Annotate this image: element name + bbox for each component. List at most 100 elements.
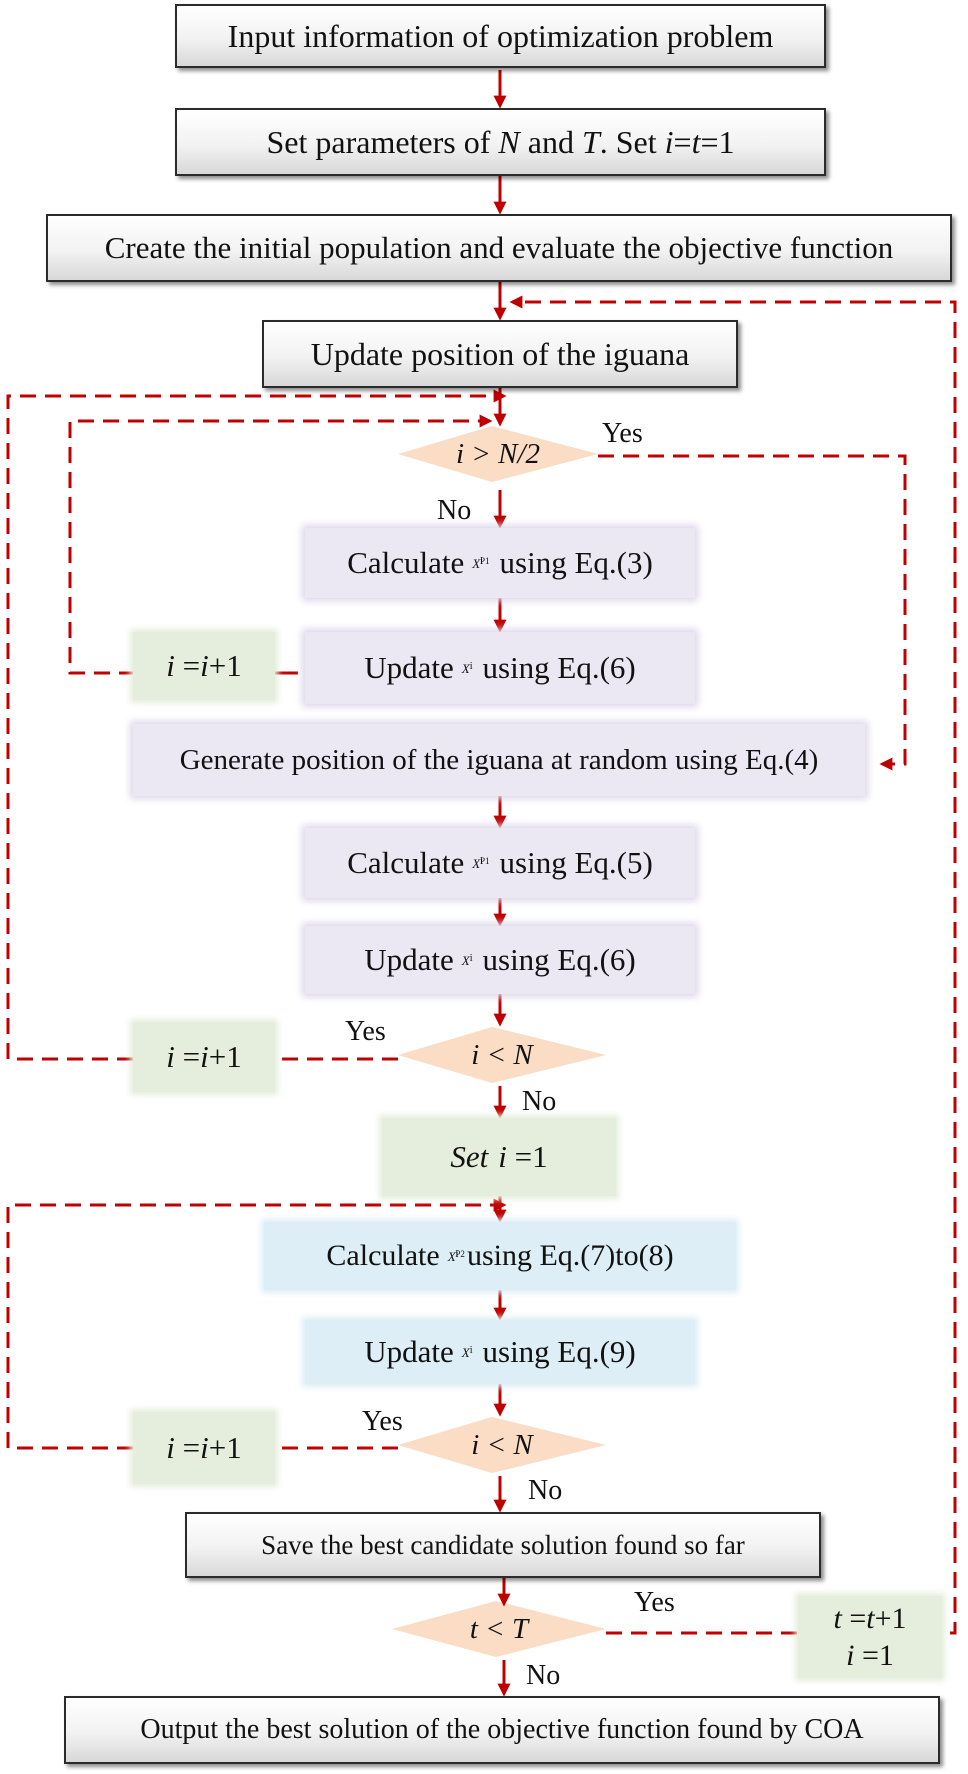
set-params-t: T [581,123,600,160]
cond-n2-rest: < N [479,1428,533,1461]
x-symbol: X [461,952,470,968]
cond-half-i: i [455,437,465,470]
incr-t-line: t =t+1 [833,1600,906,1638]
incr-b-plus: +1 [208,1039,242,1074]
x-sup: P1 [480,555,490,566]
label-yes-n2: Yes [362,1406,403,1437]
output-text: Output the best solution of the objectiv… [140,1714,864,1745]
calc-eq5-tail: using Eq.(5) [499,845,653,880]
incr-a-plus: +1 [208,648,242,683]
save-best-box: Save the best candidate solution found s… [185,1512,821,1578]
calc-eq5-label: Calculate [347,845,465,880]
cond-t-t: t [469,1612,478,1645]
increment-i-box-c: i =i+1 [133,1412,275,1484]
reset-i-i: i [846,1639,855,1672]
x-sup: P1 [480,855,490,866]
label-no-n1: No [522,1086,557,1117]
incr-t-eq: = [841,1601,867,1635]
reset-i-line: i =1 [846,1637,894,1675]
label-no-half: No [437,495,472,526]
output-box: Output the best solution of the objectiv… [64,1696,940,1764]
calc-p2-tail: using Eq.(7)to(8) [466,1239,674,1272]
incr-a-i: i [166,648,175,683]
update-b-tail: using Eq.(6) [482,942,636,977]
cond-i-gt-half-n: i > N/2 [398,426,598,482]
label-no-n2: No [528,1475,563,1506]
input-box: Input information of optimization proble… [175,4,826,68]
cond-half-rest: > N/2 [464,437,541,470]
x-sub: i [469,1344,473,1356]
label-yes-n1: Yes [345,1016,386,1047]
x-symbol: X [461,1344,470,1360]
cond-t-rest: < T [477,1612,529,1645]
cond-t-lt-t: t < T [392,1601,606,1657]
set-i1-i: i [498,1139,507,1174]
incr-b-eq: = [174,1039,201,1074]
set-params-eq2: =1 [700,123,735,160]
incr-t-plus: +1 [874,1601,907,1635]
loop-incr-c-back [6,1198,507,1450]
set-params-n: N [498,123,520,160]
x-symbol: X [447,1248,456,1264]
set-params-set: . Set [599,123,665,160]
save-text: Save the best candidate solution found s… [261,1529,745,1560]
cond-n1-rest: < N [479,1038,533,1071]
diamonds [392,426,606,1657]
input-text: Input information of optimization proble… [227,17,774,54]
x-sub: i [480,555,483,567]
update-b-label: Update [364,942,454,977]
label-yes-t: Yes [634,1587,675,1618]
cond-i-lt-n-2: i < N [398,1417,606,1473]
x-symbol: X [461,660,470,676]
update-a-tail: using Eq.(6) [482,650,636,685]
cond-n2-i: i [471,1428,480,1461]
cond-i-lt-n-1: i < N [398,1027,606,1083]
loop-incr-b-back [6,389,507,1061]
x-sub: i [469,660,473,672]
incr-b-i2: i [200,1039,209,1074]
reset-i-rest: =1 [854,1639,894,1672]
incr-b-i: i [166,1039,175,1074]
cond-n1-i: i [471,1038,480,1071]
create-population-box: Create the initial population and evalua… [46,214,952,282]
incr-c-eq: = [174,1430,201,1465]
incr-c-i2: i [200,1430,209,1465]
set-params-t2: t [691,123,701,160]
update-eq9-label: Update [364,1334,454,1369]
solid-arrows [493,70,511,1697]
update-iguana-box: Update position of the iguana [262,320,738,388]
generate-position-box: Generate position of the iguana at rando… [133,724,865,796]
set-params-i: i [664,123,674,160]
diamond-i-gt-half-n [398,426,598,482]
set-i1-rest: =1 [506,1139,548,1174]
create-text: Create the initial population and evalua… [104,230,894,265]
increment-i-box-a: i =i+1 [133,632,275,700]
diamond-i-lt-n-1 [398,1027,606,1083]
set-parameters-box: Set parameters of N and T. Set i=t=1 [175,108,826,176]
x-symbol: X [472,855,481,871]
incr-t-t: t [833,1601,842,1635]
x-sub: i [480,855,483,867]
generate-text: Generate position of the iguana at rando… [179,743,819,776]
calc-eq3-label: Calculate [347,545,465,580]
update-a-label: Update [364,650,454,685]
incr-c-plus: +1 [208,1430,242,1465]
update-eq9-tail: using Eq.(9) [482,1334,636,1369]
label-yes-half: Yes [602,418,643,449]
x-symbol: X [472,555,481,571]
calc-eq3-tail: using Eq.(3) [499,545,653,580]
x-sub: i [469,952,473,964]
loop-incr-a-back [68,414,493,675]
